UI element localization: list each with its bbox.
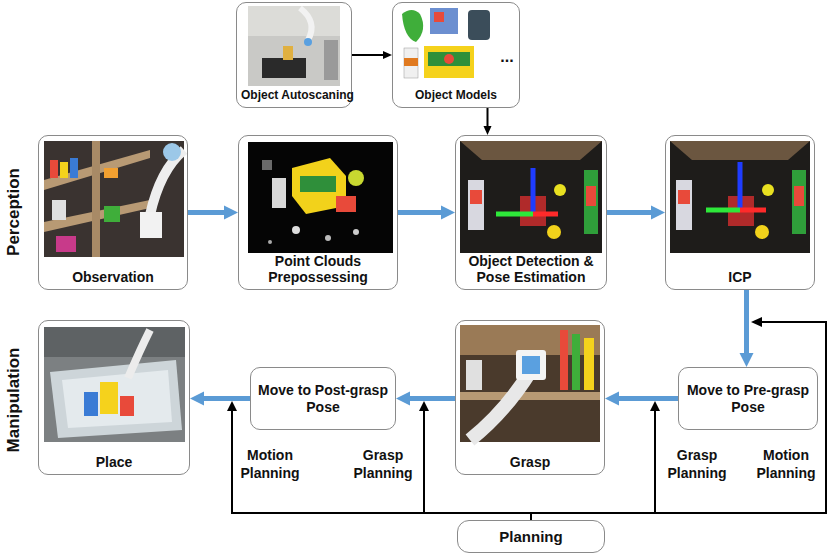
process-box: Move to Pre-grasp Pose xyxy=(678,367,818,430)
photo-box: Grasp xyxy=(455,320,605,475)
flow-arrow xyxy=(398,210,443,215)
node-label: Place xyxy=(96,454,133,470)
model-arrow xyxy=(487,108,489,128)
ellipsis-mark: ... xyxy=(492,48,522,66)
flow-arrow xyxy=(188,210,226,215)
process-box: Planning xyxy=(457,520,605,553)
node-label: Object Autoscaning xyxy=(241,89,347,103)
node-label: Planning xyxy=(499,528,562,545)
photo-box: ICP xyxy=(665,135,815,290)
icp-photo xyxy=(670,141,810,253)
node-label: Move to Post-grasp Pose xyxy=(257,382,389,414)
node-label: Point Clouds Prepossessing xyxy=(243,253,393,285)
node-label: ICP xyxy=(728,269,751,285)
flow-arrow xyxy=(617,396,678,401)
section-label: Manipulation xyxy=(4,325,24,475)
object-models-photo xyxy=(402,8,490,78)
photo-box: Point Clouds Prepossessing xyxy=(238,135,398,290)
flow-arrow xyxy=(744,290,749,355)
node-label: Object Models xyxy=(415,89,497,103)
node-label: Object Detection & Pose Estimation xyxy=(460,253,602,285)
photo-box: Object Autoscaning xyxy=(236,2,352,108)
planning-label: Grasp Planning xyxy=(345,446,421,482)
node-label: Move to Pre-grasp Pose xyxy=(685,382,811,414)
planning-label: Grasp Planning xyxy=(659,446,735,482)
node-label: Grasp xyxy=(510,454,550,470)
photo-box: Observation xyxy=(38,135,188,290)
flow-arrow xyxy=(607,210,653,215)
flow-arrow xyxy=(408,396,455,401)
node-label: Observation xyxy=(72,269,154,285)
section-label: Perception xyxy=(4,137,24,287)
place-photo xyxy=(44,327,185,442)
point-cloud-photo xyxy=(248,142,393,253)
grasp-photo xyxy=(460,325,600,442)
planning-label: Motion Planning xyxy=(232,446,308,482)
flow-arrow xyxy=(202,396,250,401)
autoscan-photo xyxy=(248,6,340,86)
model-arrow xyxy=(352,54,385,56)
process-box: Move to Post-grasp Pose xyxy=(250,367,396,430)
detection-photo xyxy=(460,141,602,253)
planning-label: Motion Planning xyxy=(748,446,824,482)
observation-photo xyxy=(44,141,184,257)
photo-box: Place xyxy=(38,320,190,475)
planning-wires xyxy=(231,322,827,520)
photo-box: Object Detection & Pose Estimation xyxy=(455,135,607,290)
